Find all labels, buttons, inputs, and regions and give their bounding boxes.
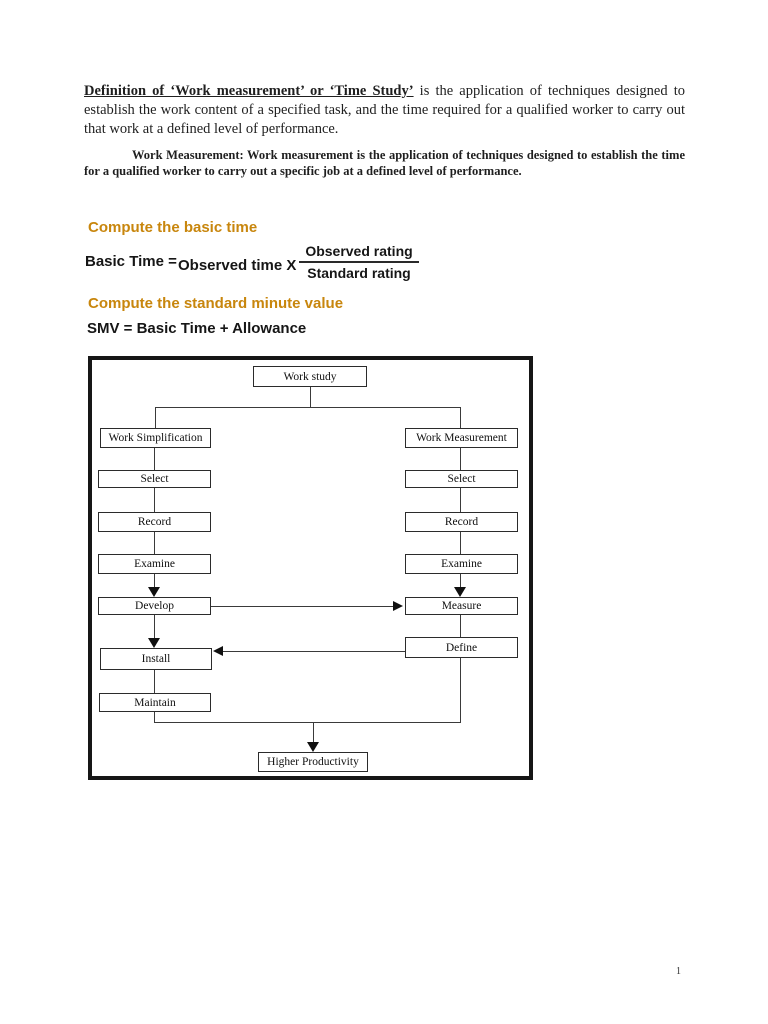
smv-formula: SMV = Basic Time + Allowance [87, 320, 307, 337]
flow-box-select-right: Select [405, 470, 518, 488]
flow-box-higher-productivity: Higher Productivity [258, 752, 368, 772]
arrow-right-measure-icon [393, 601, 403, 611]
connector-maintain-bottom [154, 712, 155, 722]
connector-select-record-right [460, 488, 461, 512]
flow-box-install: Install [100, 648, 212, 670]
flow-box-maintain: Maintain [99, 693, 211, 712]
connector-workstudy-branch [310, 387, 311, 407]
arrow-left-install-icon [213, 646, 223, 656]
connector-define-install [223, 651, 405, 652]
connector-bottom-horizontal [154, 722, 461, 723]
connector-develop-measure [211, 606, 393, 607]
arrow-down-measure-icon [454, 587, 466, 597]
fraction-denominator: Standard rating [307, 265, 411, 281]
connector-examine-measure [460, 574, 461, 588]
definition-lead-text: Definition of ‘Work measurement’ or ‘Tim… [84, 83, 414, 99]
connector-branch-horizontal [155, 407, 461, 408]
connector-measure-define [460, 615, 461, 637]
arrow-down-productivity-icon [307, 742, 319, 752]
fraction-numerator: Observed rating [299, 243, 419, 263]
flow-box-work-measurement: Work Measurement [405, 428, 518, 448]
connector-define-bottom [460, 658, 461, 722]
connector-workmeas-select [460, 448, 461, 470]
basic-time-operand: Observed time X [178, 257, 297, 274]
smv-heading: Compute the standard minute value [88, 295, 344, 312]
arrow-down-develop-icon [148, 587, 160, 597]
flow-box-examine-left: Examine [98, 554, 211, 574]
flow-box-work-study: Work study [253, 366, 367, 387]
flow-box-work-simplification: Work Simplification [100, 428, 211, 448]
rating-fraction: Observed rating Standard rating [299, 243, 419, 281]
connector-select-record-left [154, 488, 155, 512]
flow-box-select-left: Select [98, 470, 211, 488]
page-number: 1 [676, 966, 681, 977]
basic-time-heading: Compute the basic time [88, 219, 258, 236]
flow-box-develop: Develop [98, 597, 211, 615]
flow-box-record-right: Record [405, 512, 518, 532]
flow-box-record-left: Record [98, 512, 211, 532]
connector-worksimp-select [154, 448, 155, 470]
connector-install-maintain [154, 670, 155, 693]
basic-time-lhs: Basic Time = [85, 253, 177, 270]
connector-center-down [313, 722, 314, 742]
work-study-flowchart: Work study Work Simplification Select Re… [88, 356, 533, 780]
work-measurement-paragraph: Work Measurement: Work measurement is th… [84, 148, 685, 178]
flow-box-define: Define [405, 637, 518, 658]
definition-paragraph: Definition of ‘Work measurement’ or ‘Tim… [84, 82, 685, 139]
flow-box-measure: Measure [405, 597, 518, 615]
definition-rest-text: is the application of techniques designe… [84, 83, 686, 137]
connector-record-examine-left [154, 532, 155, 554]
connector-branch-right [460, 407, 461, 428]
connector-develop-install [154, 615, 155, 639]
arrow-down-install-icon [148, 638, 160, 648]
connector-record-examine-right [460, 532, 461, 554]
connector-branch-left [155, 407, 156, 428]
flow-box-examine-right: Examine [405, 554, 518, 574]
connector-examine-develop [154, 574, 155, 588]
